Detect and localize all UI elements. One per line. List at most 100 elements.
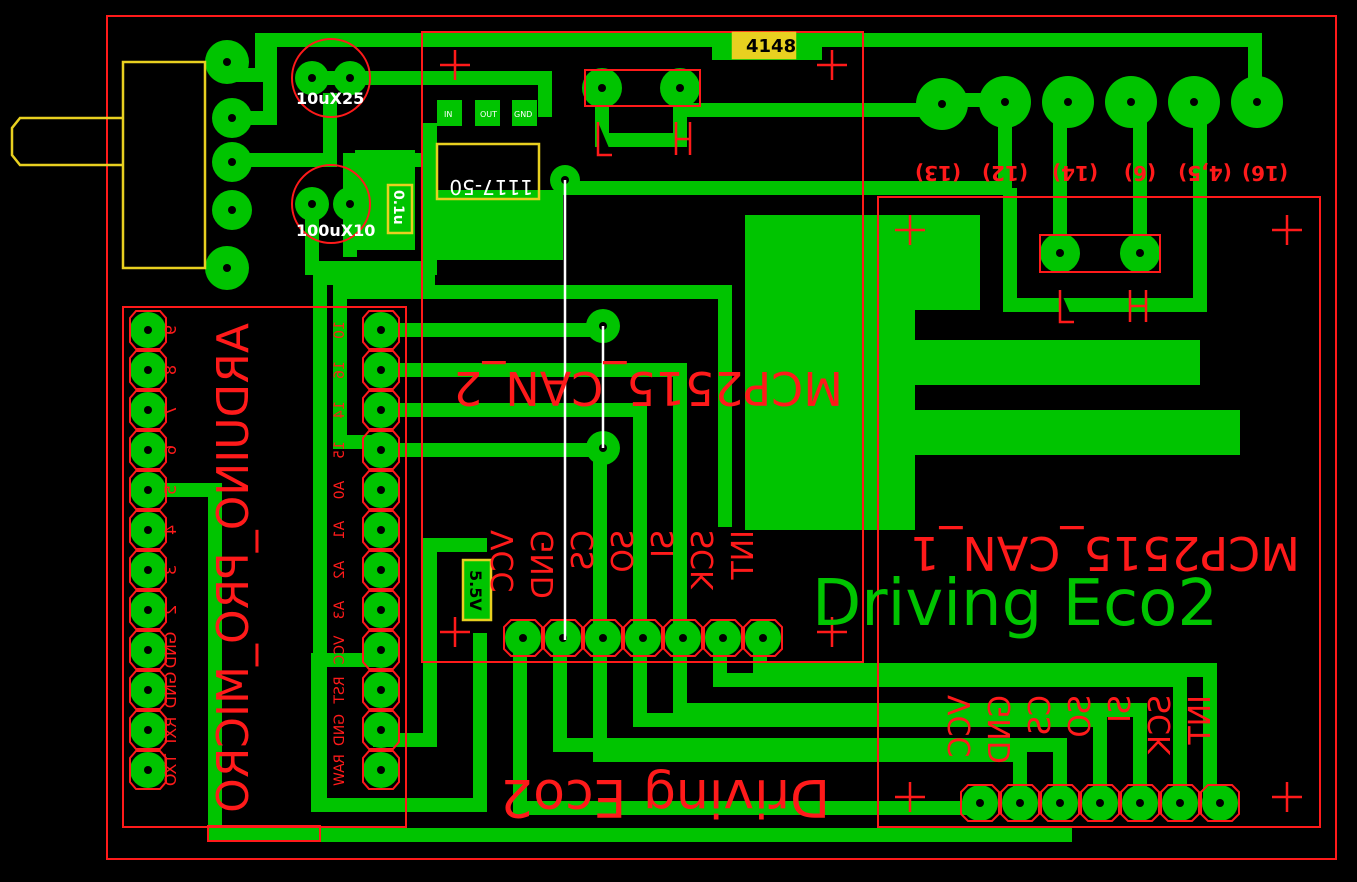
drill-hole	[377, 726, 385, 734]
drill-hole	[1056, 799, 1064, 807]
drill-hole	[938, 100, 946, 108]
drill-hole	[759, 634, 767, 642]
arduino-right-pin-label: 14	[332, 401, 348, 419]
drill-hole	[377, 766, 385, 774]
board-outline	[106, 15, 1337, 860]
obd-pin-label: (13)	[915, 161, 961, 185]
arduino-left-pin-label: RXI	[161, 717, 180, 744]
pin-outline	[1000, 784, 1040, 822]
can2-pin-label: SI	[646, 530, 681, 558]
obd-pin-labels: (16)(4,5)(6)(14)(12)(13)	[915, 161, 1288, 185]
drill-hole	[144, 526, 152, 534]
pin-outline	[129, 470, 167, 510]
obd-pin-label: (6)	[1124, 161, 1156, 185]
drill-hole	[346, 200, 354, 208]
can1-title: MCP2515_CAN_1	[910, 526, 1300, 580]
drill-hole	[1064, 98, 1072, 106]
arduino-right-pin-label: 16	[332, 361, 348, 379]
copper-pours	[320, 35, 1240, 620]
drill-hole	[308, 74, 316, 82]
can2-pin-label: SO	[606, 530, 641, 573]
arduino-left-pin-label: 9	[161, 325, 180, 335]
drill-hole	[377, 326, 385, 334]
pin-outline	[129, 510, 167, 550]
drill-hole	[1216, 799, 1224, 807]
arduino-right-pin-label: A2	[332, 561, 348, 579]
pin-outline	[503, 619, 543, 657]
drill-hole	[377, 446, 385, 454]
silkscreen-outlines	[122, 31, 1321, 842]
drill-hole	[144, 606, 152, 614]
drill-hole	[377, 646, 385, 654]
arduino-left-pin-label: 6	[161, 445, 180, 455]
arduino-title: ARDUINO_PRO_MICRO	[208, 323, 259, 813]
pin-outline	[129, 590, 167, 630]
drill-hole	[679, 634, 687, 642]
drill-hole	[1176, 799, 1184, 807]
drill-hole	[144, 486, 152, 494]
drill-hole	[1136, 249, 1144, 257]
zener-label: 5.5V	[466, 570, 485, 611]
arduino-left-pin-label: 5	[161, 485, 180, 495]
drill-hole	[1127, 98, 1135, 106]
drill-hole	[144, 366, 152, 374]
can1-pin-label: SO	[1063, 695, 1098, 738]
pin-outline	[703, 619, 743, 657]
reg-pin-gnd: GND	[514, 110, 532, 119]
pin-outline	[129, 630, 167, 670]
arduino-left-pin-label: TXO	[161, 753, 180, 786]
pin-outline	[362, 710, 400, 750]
cap3-label: 0.1u	[390, 190, 406, 225]
drill-hole	[144, 726, 152, 734]
can1-pin-label: GND	[983, 695, 1018, 764]
pin-outline	[362, 630, 400, 670]
pin-outline	[1200, 784, 1240, 822]
drill-hole	[976, 799, 984, 807]
drill-hole	[1253, 98, 1261, 106]
drill-hole	[223, 264, 231, 272]
drill-hole	[1016, 799, 1024, 807]
drill-hole	[676, 84, 684, 92]
drill-hole	[1096, 799, 1104, 807]
drill-hole	[228, 158, 236, 166]
board-title-mirrored: Driving Eco2	[500, 767, 830, 827]
reg-pin-in: IN	[444, 110, 452, 119]
pin-outline	[362, 390, 400, 430]
cap1-label: 10uX25	[296, 89, 364, 108]
pin-outline	[1080, 784, 1120, 822]
drill-hole	[144, 326, 152, 334]
arduino-right-pin-label: A1	[332, 521, 348, 539]
obd-pin-label: (14)	[1052, 161, 1098, 185]
drill-hole	[144, 406, 152, 414]
drill-hole	[144, 566, 152, 574]
pin-outline	[129, 670, 167, 710]
can2-pin-label: INT	[726, 530, 761, 580]
drill-hole	[228, 114, 236, 122]
drill-hole	[144, 766, 152, 774]
arduino-left-pin-label: 8	[161, 365, 180, 375]
can1-pin-label: SI	[1103, 695, 1138, 723]
drill-hole	[228, 206, 236, 214]
drill-hole	[1001, 98, 1009, 106]
drill-hole	[377, 566, 385, 574]
drill-hole	[1056, 249, 1064, 257]
pin-outline	[1160, 784, 1200, 822]
arduino-right-pin-label: RAW	[332, 754, 348, 786]
pin-outline	[743, 619, 783, 657]
can2-pin-label: GND	[526, 530, 561, 599]
pin-outline	[362, 590, 400, 630]
reg-pin-out: OUT	[480, 110, 497, 119]
drill-hole	[377, 406, 385, 414]
obd-pin-label: (16)	[1242, 161, 1288, 185]
drill-hole	[598, 84, 606, 92]
drill-hole	[144, 686, 152, 694]
can1-pin-label: VCC	[943, 695, 978, 757]
pin-outline	[362, 310, 400, 350]
arduino-left-pin-label: GND	[161, 672, 180, 709]
jumper-wires	[563, 180, 605, 640]
arduino-right-pin-label: 10	[332, 321, 348, 339]
